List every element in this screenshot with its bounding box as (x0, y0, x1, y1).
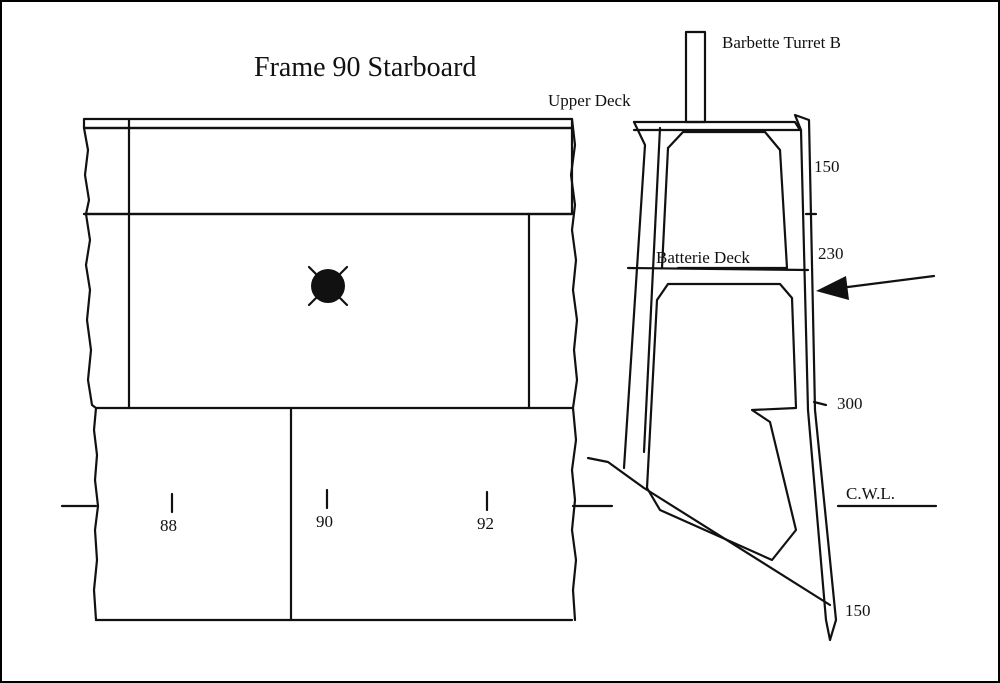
hull-cross-section: Barbette Turret B Upper Deck Batterie De… (548, 30, 938, 642)
upper-compartment-left (660, 146, 670, 270)
upper-deck-strake (82, 117, 574, 130)
frame-marker-92-label: 92 (477, 514, 494, 533)
thickness-150-upper: 150 (814, 157, 840, 176)
upper-plate (82, 126, 574, 216)
hull-bottom (586, 456, 832, 607)
barbette-post (684, 30, 707, 124)
shell-hit-marker (307, 265, 349, 307)
thickness-300: 300 (837, 394, 863, 413)
armor-belt (793, 113, 838, 642)
upper-deck-line (632, 120, 802, 132)
batterie-deck-line (626, 266, 810, 272)
torn-edge-right (569, 117, 579, 622)
cwl-label: C.W.L. (846, 484, 895, 503)
upper-compartment (666, 130, 789, 270)
belt-joint-2 (812, 400, 828, 407)
outer-frame-left (622, 120, 647, 470)
thickness-150-lower: 150 (845, 601, 871, 620)
lower-compartment (645, 282, 798, 562)
barbette-label: Barbette Turret B (722, 33, 841, 52)
thickness-230: 230 (818, 244, 844, 263)
figure-title: Frame 90 Starboard (254, 52, 476, 83)
upper-deck-label: Upper Deck (548, 91, 631, 110)
hit-location-arrow (816, 274, 936, 300)
hull-side-view: 88 90 92 (60, 117, 614, 622)
frame-marker-88-label: 88 (160, 516, 177, 535)
torn-edge-left (82, 126, 100, 622)
frame-marker-90-label: 90 (316, 512, 333, 531)
batterie-deck-label: Batterie Deck (656, 248, 750, 267)
inner-frame-left (642, 126, 662, 454)
